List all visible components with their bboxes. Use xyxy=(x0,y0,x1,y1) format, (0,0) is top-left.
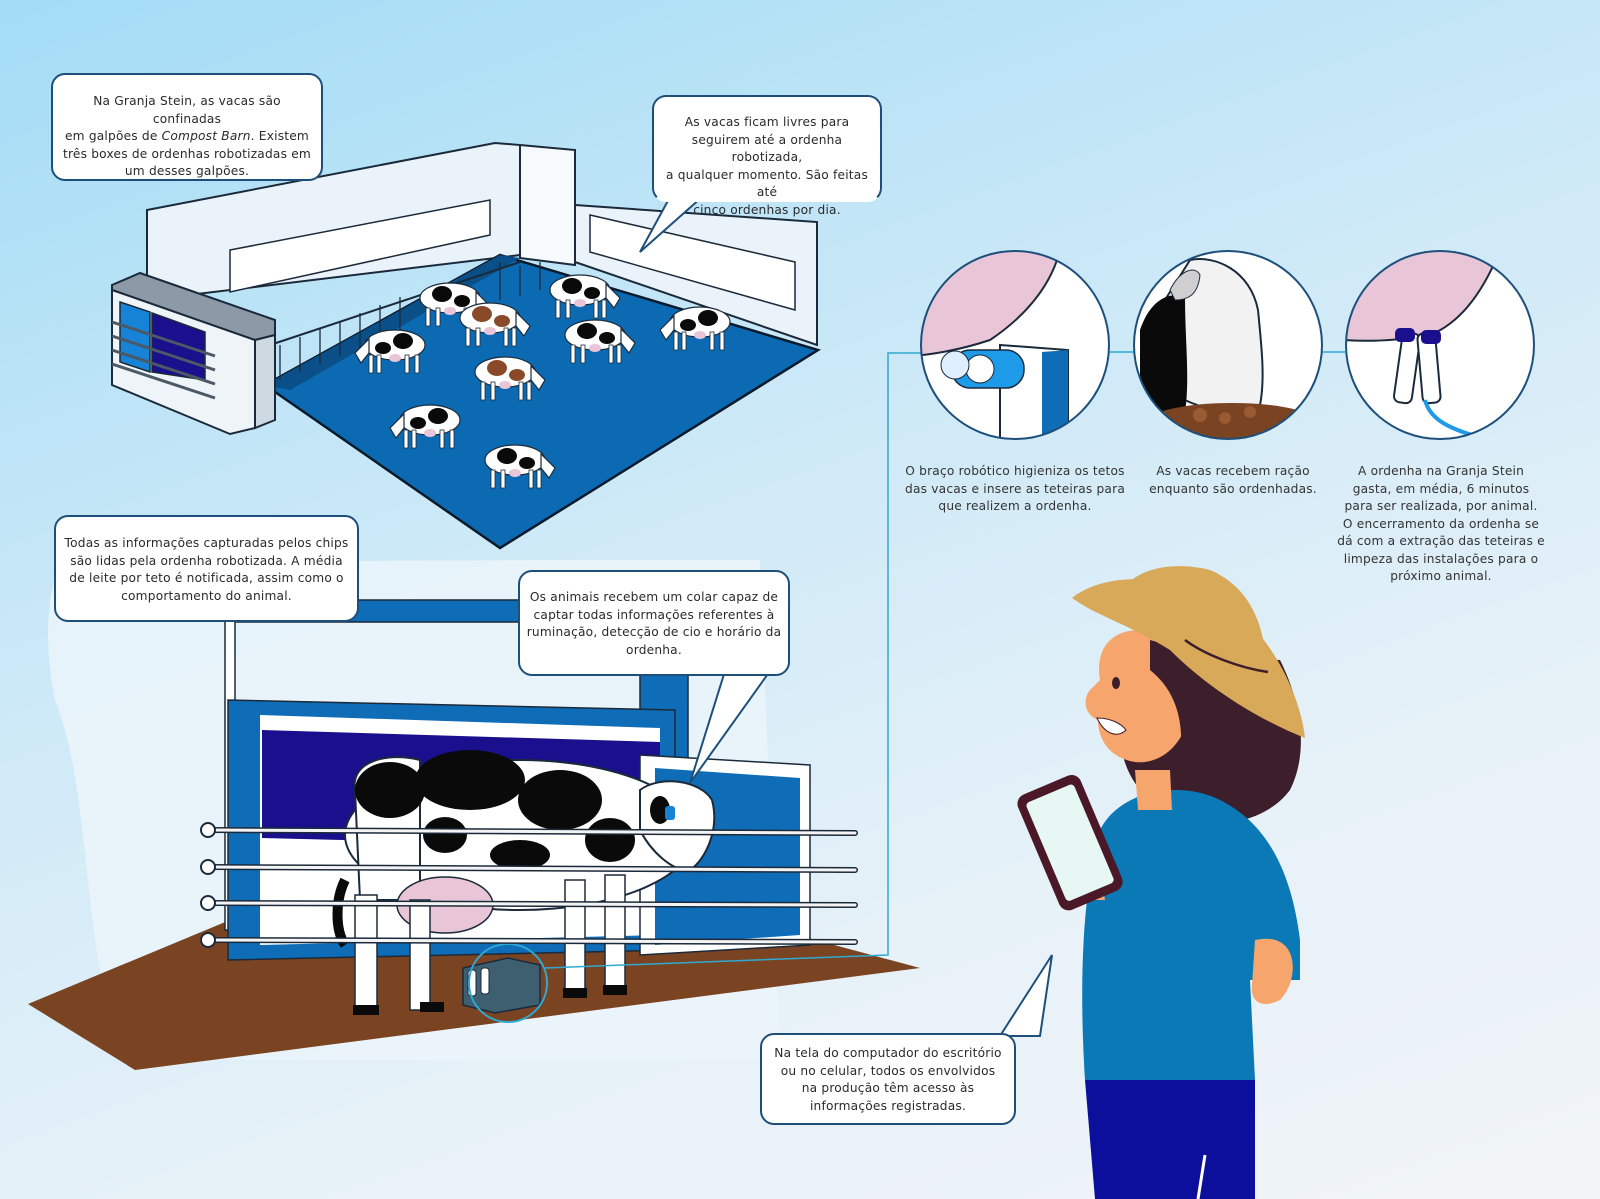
caption-milking-time: A ordenha na Granja Stein gasta, em médi… xyxy=(1334,463,1548,586)
connector-line xyxy=(544,352,921,969)
callout-compost-barn-line1: Na Granja Stein, as vacas são confinadas xyxy=(93,94,281,126)
farmer-woman-illustration xyxy=(1017,566,1305,1199)
compost-barn-illustration xyxy=(111,141,822,550)
caption-robot-arm-line: que realizem a ordenha. xyxy=(938,499,1092,513)
barn-cow xyxy=(459,302,531,347)
callout-collar-line: Os animais recebem um colar capaz de xyxy=(529,590,779,604)
callout-compost-barn-line3: três boxes de ordenhas robotizadas em xyxy=(63,146,311,161)
caption-milking-time-line: O encerramento da ordenha se xyxy=(1342,516,1540,531)
callout-computer-line: na produção têm acesso às xyxy=(801,1081,975,1095)
callout-free-cows: As vacas ficam livres para seguirem até … xyxy=(652,95,882,217)
barn-cow xyxy=(549,274,621,319)
callout-collar-line: captar todas informações referentes à xyxy=(533,607,775,622)
caption-milking-time-line: dá com a extração das teteiras e xyxy=(1337,534,1545,548)
callout-free-cows-line: a qualquer momento. São feitas até xyxy=(666,167,868,200)
callout-computer-line: Na tela do computador do escritório xyxy=(774,1046,1002,1060)
callout-compost-barn-line4: um desses galpões. xyxy=(124,164,250,178)
callout-chips-line: de leite por teto é notificada, assim co… xyxy=(69,571,344,585)
callout-computer-line: informações registradas. xyxy=(809,1098,967,1113)
detail-circle-feed xyxy=(1133,250,1323,440)
barn-cow xyxy=(484,444,556,489)
caption-milking-time-line: limpeza das instalações para o xyxy=(1343,551,1539,566)
caption-robot-arm-line: O braço robótico higieniza os tetos xyxy=(905,464,1125,478)
caption-robot-arm: O braço robótico higieniza os tetos das … xyxy=(905,463,1125,516)
milking-stall-illustration xyxy=(28,599,920,1070)
detail-circle-teat-cups xyxy=(1345,250,1535,440)
callout-chips-line: são lidas pela ordenha robotizada. A méd… xyxy=(70,553,343,568)
callout-compost-barn-line2-post: . Existem xyxy=(250,129,310,143)
caption-feed-line: enquanto são ordenhadas. xyxy=(1149,481,1317,496)
barn-cow xyxy=(659,306,731,351)
callout-free-cows-line: seguirem até a ordenha robotizada, xyxy=(691,132,843,165)
callout-free-cows-line: As vacas ficam livres para xyxy=(684,115,850,129)
compost-barn-term: Compost Barn xyxy=(161,129,251,143)
caption-milking-time-line: próximo animal. xyxy=(1390,569,1492,583)
detail-circle-robot-arm xyxy=(920,250,1110,440)
caption-feed: As vacas recebem ração enquanto são orde… xyxy=(1140,463,1326,498)
barn-cow xyxy=(564,319,636,364)
callout-collar-line: ruminação, detecção de cio e horário da xyxy=(526,625,782,639)
callout-collar: Os animais recebem um colar capaz de cap… xyxy=(518,570,790,676)
caption-milking-time-line: A ordenha na Granja Stein xyxy=(1357,464,1525,478)
callout-compost-barn: Na Granja Stein, as vacas são confinadas… xyxy=(51,73,323,181)
callout-free-cows-line: cinco ordenhas por dia. xyxy=(693,202,841,217)
callout-compost-barn-line2-pre: em galpões de xyxy=(64,129,162,143)
barn-cow xyxy=(354,329,426,374)
caption-milking-time-line: gasta, em média, 6 minutos xyxy=(1352,481,1530,496)
bubble-tail-computer xyxy=(998,954,1053,1037)
barn-cow xyxy=(474,356,546,401)
caption-robot-arm-line: das vacas e insere as teteiras para xyxy=(905,481,1125,496)
callout-computer: Na tela do computador do escritório ou n… xyxy=(760,1033,1016,1125)
callout-collar-line: ordenha. xyxy=(626,642,682,657)
barn-cow xyxy=(389,404,461,449)
callout-chips: Todas as informações capturadas pelos ch… xyxy=(54,515,359,622)
callout-chips-line: Todas as informações capturadas pelos ch… xyxy=(64,536,349,550)
caption-feed-line: As vacas recebem ração xyxy=(1156,464,1310,478)
caption-milking-time-line: para ser realizada, por animal. xyxy=(1344,499,1538,513)
callout-computer-line: ou no celular, todos os envolvidos xyxy=(780,1063,996,1078)
callout-chips-line: comportamento do animal. xyxy=(121,588,292,603)
